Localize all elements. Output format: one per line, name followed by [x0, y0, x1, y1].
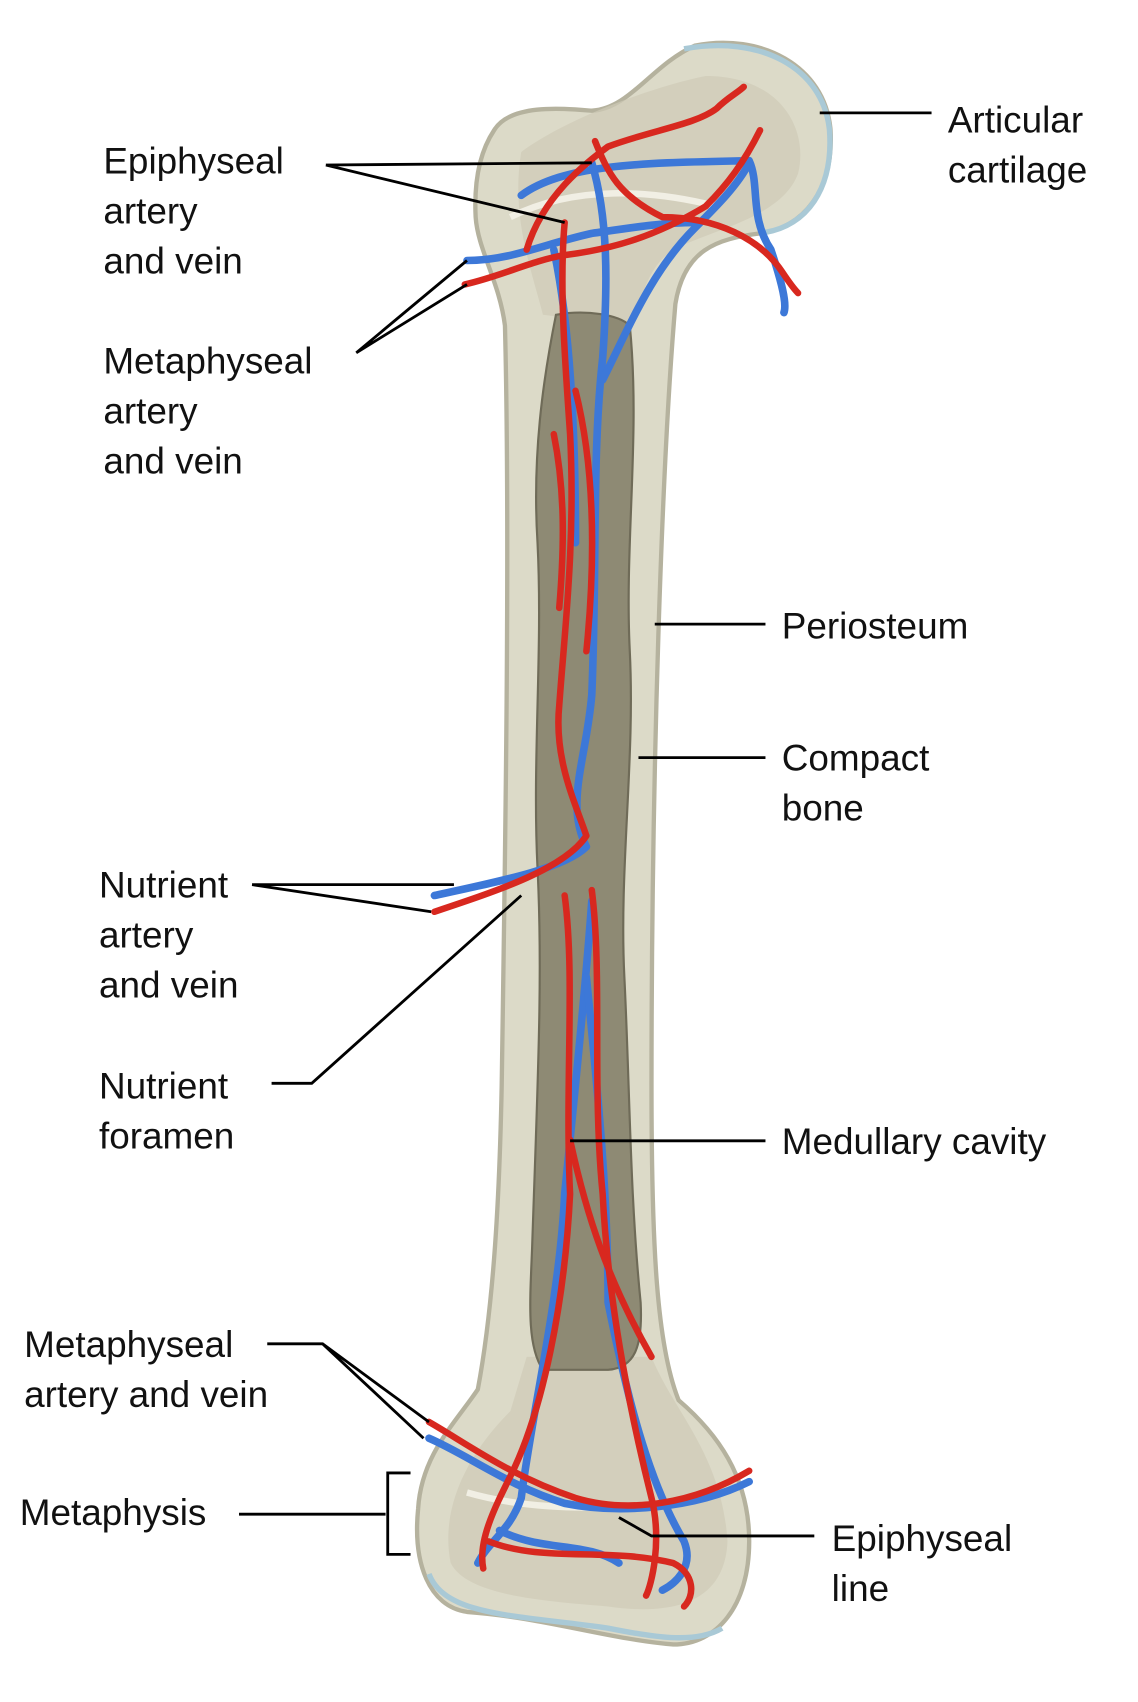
- leader-lines: [239, 111, 932, 1556]
- articular-cartilage: [683, 42, 833, 235]
- label-medullary-cavity: Medullary cavity: [782, 1121, 1047, 1162]
- label-periosteum: Periosteum: [782, 605, 969, 646]
- articular-cartilage-bottom: [426, 1572, 724, 1641]
- arteries: [425, 83, 802, 1610]
- label-metaphysis: Metaphysis: [20, 1492, 207, 1533]
- spongy-bone-top: [518, 75, 801, 326]
- epiphyseal-line-top: [508, 190, 718, 221]
